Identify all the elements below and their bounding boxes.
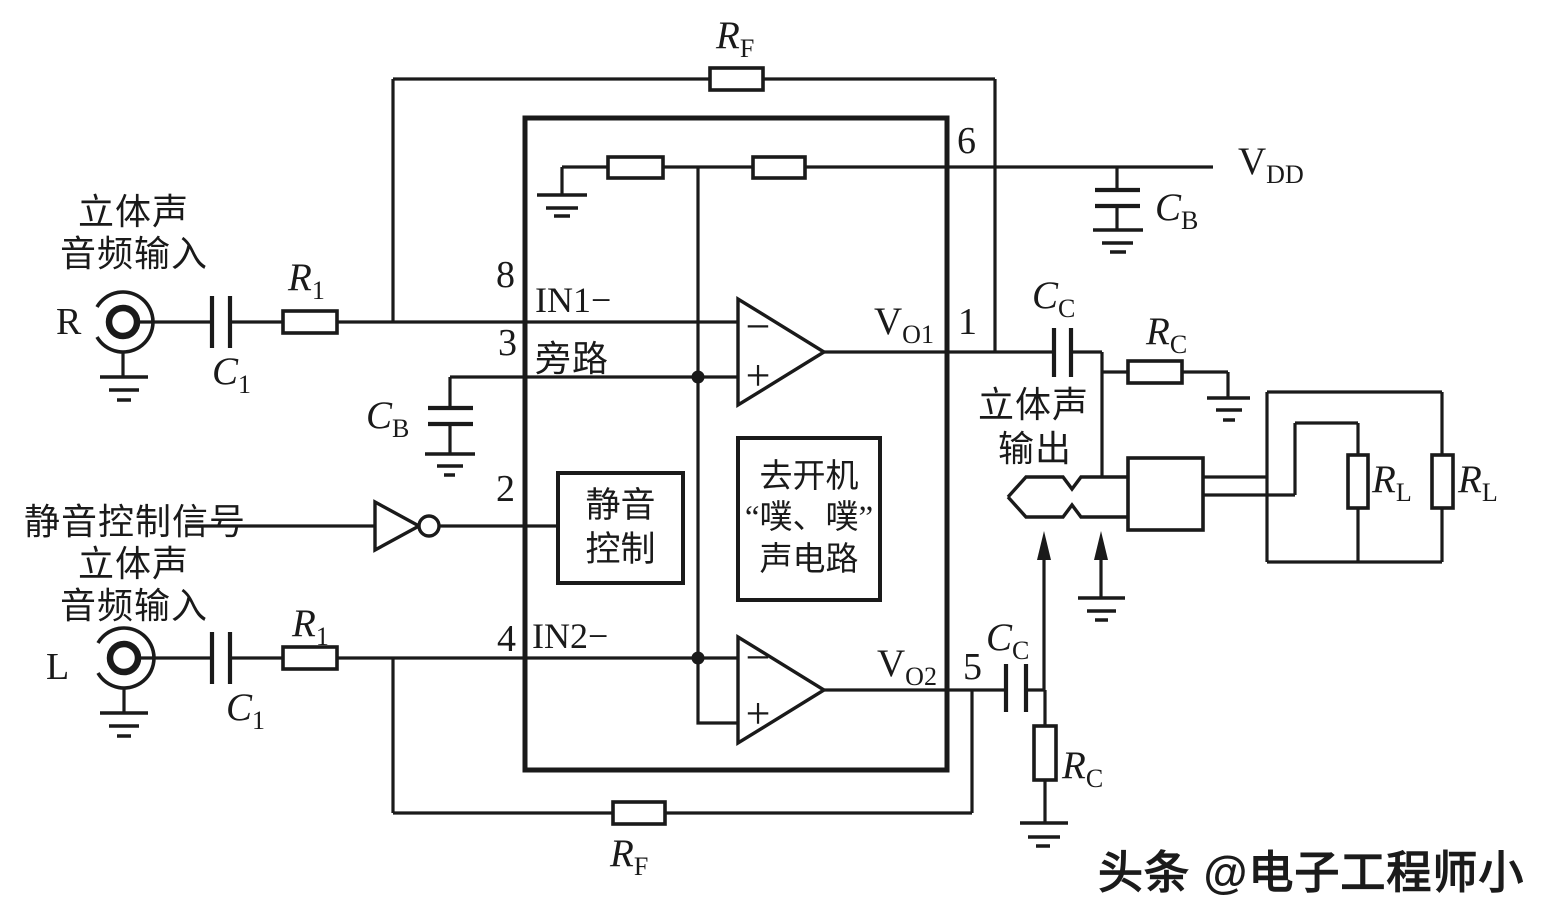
capacitor-c1-bottom [209,632,233,684]
resistor-divider-left [606,155,665,180]
resistor-rl-left [1346,453,1370,510]
label-vo2: VO2 [877,642,937,691]
label-cb-top: CB [1155,186,1199,235]
ground-symbols [100,193,1250,848]
watermark: 头条 @电子工程师小李 [1098,847,1525,898]
channel-l-label: L [46,646,70,688]
capacitor-cb-left [428,405,473,427]
wire-network [121,77,1444,823]
inverter-triangle [373,499,423,553]
label-rf-bottom: RF [610,832,649,881]
arrow-signal-tip [1037,531,1051,560]
resistor-divider-right [751,155,807,180]
resistor-rc-bottom [1032,724,1058,782]
pin-6: 6 [957,120,976,162]
pin-3: 3 [498,322,517,364]
jack-socket-box [1126,456,1205,532]
anti-pop-text: 去开机 “噗、噗” 声电路 [744,459,874,578]
capacitor-cc-bottom [1003,664,1029,712]
opamp1-minus: − [746,302,771,351]
inverter-bubble [417,514,441,538]
label-rc-bottom: RC [1062,744,1104,793]
label-cc-top: CC [1032,274,1076,323]
pin-8: 8 [496,254,515,296]
stereo-output-line1: 立体声 [978,385,1090,425]
label-vo1: VO1 [874,300,934,349]
stereo-input-top-line2: 音频输入 [60,234,209,274]
mute-control-box [556,471,685,585]
pin-5: 5 [963,646,982,688]
opamp2-triangle [736,633,828,747]
label-cb-left: CB [366,394,410,443]
resistor-r1-top [281,309,339,335]
anti-pop-box [736,436,882,602]
capacitor-c1-top [209,296,233,348]
stereo-input-top-line1: 立体声 [78,192,190,232]
stereo-input-bottom-line2: 音频输入 [60,586,209,626]
channel-r-label: R [56,301,82,343]
pin-in1-name: IN1− [535,280,612,320]
label-c1-bottom: C1 [226,686,266,735]
rca-left-outer [96,626,156,690]
label-cc-bottom: CC [986,616,1030,665]
plug-outline [1006,475,1128,519]
pin-bypass-name: 旁路 [535,339,610,379]
mute-control-text: 静音 控制 [585,486,656,569]
opamp2-minus: − [746,633,771,682]
rca-right-outer [95,290,155,354]
rca-right-inner [105,304,141,340]
resistor-r1-bottom [281,645,339,671]
label-r1-top: R1 [288,256,325,305]
label-c1-top: C1 [212,350,252,399]
label-vdd: VDD [1238,140,1304,189]
junction-dot-in2 [691,651,705,665]
opamp1-triangle [736,295,828,409]
rca-left-inner [106,640,142,676]
ic-outline [522,115,950,773]
label-rc-top: RC [1146,310,1188,359]
opamp2-plus: + [746,689,771,738]
arrow-ground-tip [1094,531,1108,560]
label-rl-left: RL [1372,458,1412,507]
stereo-input-bottom-line1: 立体声 [78,544,190,584]
pin-in2-name: IN2− [532,616,609,656]
capacitor-cb-top [1095,187,1140,209]
resistor-rf-top [708,66,765,92]
junction-dot-bypass [691,370,705,384]
mute-signal-label: 静音控制信号 [24,502,247,542]
label-r1-bottom: R1 [292,602,329,651]
stereo-output-line2: 输出 [998,429,1073,469]
label-rl-right: RL [1458,458,1498,507]
resistor-rf-bottom [611,800,667,826]
resistor-rl-right [1430,453,1455,510]
resistor-rc-top [1126,359,1184,385]
opamp1-plus: + [746,351,771,400]
pin-2: 2 [496,468,515,510]
label-rf-top: RF [716,14,755,63]
capacitor-cc-top [1051,328,1074,377]
pin-4: 4 [497,618,516,660]
pin-1: 1 [958,301,977,343]
